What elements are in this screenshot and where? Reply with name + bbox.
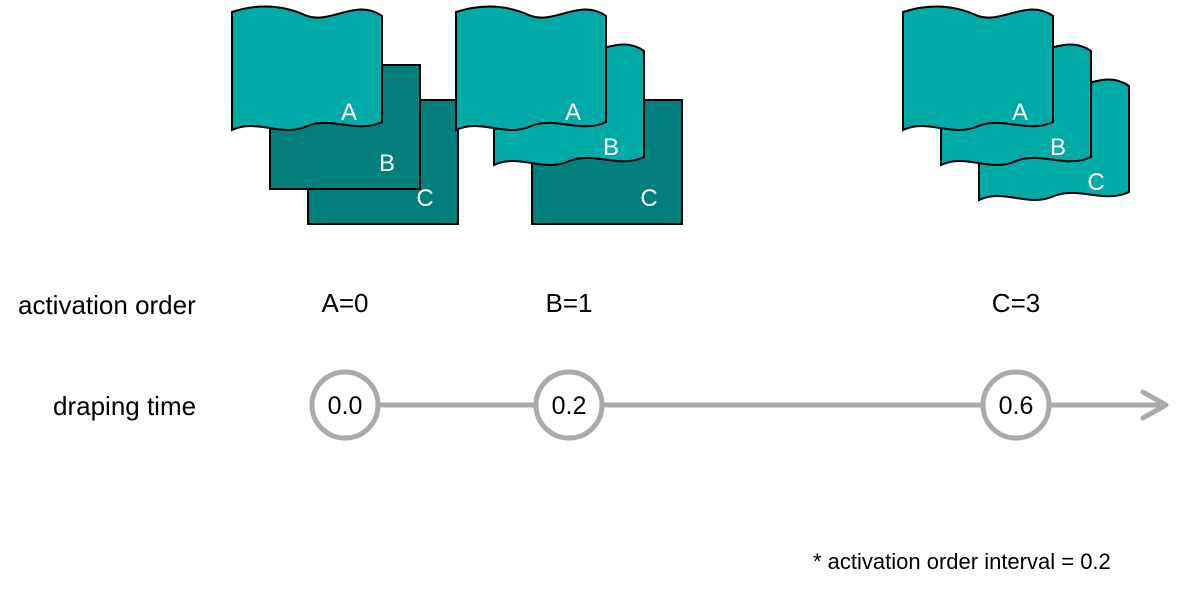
sheet-label-a-stage-2: A xyxy=(565,99,581,126)
time-nodes: 0.0 0.2 0.6 xyxy=(309,369,1052,441)
order-label-stage-1: A=0 xyxy=(321,288,369,318)
time-node-label-stage-3: 0.6 xyxy=(999,392,1034,420)
sheet-label-c-stage-2: C xyxy=(640,185,657,212)
time-node-stage-2 xyxy=(533,369,605,441)
sheet-a-stage-1 xyxy=(231,5,383,132)
sheet-label-a-stage-3: A xyxy=(1012,99,1028,126)
activation-order-label: activation order xyxy=(18,290,196,320)
sheet-label-c-stage-3: C xyxy=(1087,169,1104,196)
sheet-a-stage-3 xyxy=(902,5,1054,132)
draping-time-label: draping time xyxy=(53,391,197,421)
stack-stage-3: CBA xyxy=(902,5,1130,202)
time-node-stage-1 xyxy=(309,369,381,441)
sheet-label-b-stage-3: B xyxy=(1050,134,1066,161)
stack-stage-1: CBA xyxy=(231,5,459,225)
time-node-label-stage-1: 0.0 xyxy=(328,392,363,420)
order-label-stage-2: B=1 xyxy=(545,288,593,318)
sheet-label-b-stage-2: B xyxy=(603,134,619,161)
sheet-a-stage-2 xyxy=(455,5,607,132)
sheet-label-b-stage-1: B xyxy=(379,150,395,177)
time-node-stage-3 xyxy=(980,369,1052,441)
stack-stage-2: CBA xyxy=(455,5,683,225)
footnote: * activation order interval = 0.2 xyxy=(813,549,1111,574)
order-label-stage-3: C=3 xyxy=(991,288,1041,318)
sheet-label-a-stage-1: A xyxy=(341,99,357,126)
sheet-label-c-stage-1: C xyxy=(416,185,433,212)
time-node-label-stage-2: 0.2 xyxy=(552,392,587,420)
timeline-arrowhead xyxy=(1140,389,1169,421)
